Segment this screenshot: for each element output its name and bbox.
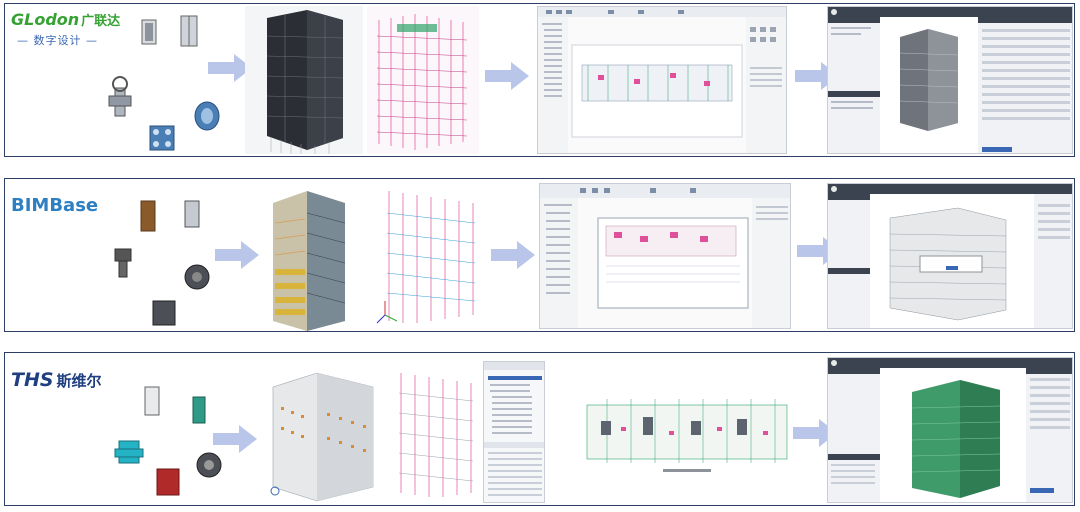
bim-viewer-screenshot xyxy=(827,183,1073,329)
valve-icon xyxy=(114,440,144,464)
axis-gizmo-icon xyxy=(270,486,280,496)
bim-viewer-screenshot xyxy=(827,6,1073,154)
door-icon xyxy=(144,386,160,416)
ahu-box-icon xyxy=(149,125,175,151)
arrow-icon xyxy=(491,241,535,269)
workflow-row-ths: THS 斯维尔 xyxy=(4,352,1075,506)
arrow-icon xyxy=(213,425,257,453)
glodon-logo-text: GLodon xyxy=(11,10,80,29)
component-library xyxy=(114,386,222,496)
architecture-model xyxy=(270,372,374,502)
fan-icon xyxy=(184,264,210,290)
glodon-logo-subtitle: — 数字设计 — xyxy=(17,34,98,47)
window-icon xyxy=(141,19,157,45)
fan-icon xyxy=(194,101,220,131)
valve-icon xyxy=(114,248,132,278)
door-icon xyxy=(140,200,156,232)
architecture-model xyxy=(273,191,346,331)
door-icon xyxy=(180,15,198,47)
glodon-logo: GLodon 广联达 — 数字设计 — xyxy=(11,10,120,48)
bim-viewer-screenshot xyxy=(827,357,1073,503)
fan-icon xyxy=(196,452,222,478)
valve-icon xyxy=(108,76,132,117)
workflow-row-bimbase: BIMBase xyxy=(4,178,1075,332)
arrow-icon xyxy=(485,62,529,90)
ths-logo-text: THS xyxy=(11,369,54,391)
ahu-box-icon xyxy=(152,300,176,326)
project-tree-panel xyxy=(483,361,545,503)
bimbase-logo-text: BIMBase xyxy=(11,195,99,216)
bimbase-logo: BIMBase xyxy=(11,195,98,216)
component-library xyxy=(114,200,210,326)
ahu-box-icon xyxy=(156,468,180,496)
arrow-icon xyxy=(208,54,252,82)
design-software-screenshot xyxy=(539,183,791,329)
arrow-icon xyxy=(215,241,259,269)
component-library xyxy=(108,15,220,151)
window-icon xyxy=(192,396,206,424)
design-software-screenshot xyxy=(537,6,787,154)
ths-logo-cn: 斯维尔 xyxy=(56,372,102,390)
architecture-model xyxy=(245,6,363,154)
structure-model xyxy=(398,373,474,497)
ths-logo: THS 斯维尔 xyxy=(11,369,102,391)
structure-model xyxy=(367,6,479,154)
window-icon xyxy=(184,200,200,228)
glodon-logo-cn: 广联达 xyxy=(81,14,121,29)
workflow-row-glodon: GLodon 广联达 — 数字设计 — xyxy=(4,3,1075,157)
arrow-icon xyxy=(793,419,837,447)
floor-plan-drawing xyxy=(586,399,788,472)
structure-model xyxy=(376,191,476,324)
axis-gizmo-icon xyxy=(376,301,398,324)
